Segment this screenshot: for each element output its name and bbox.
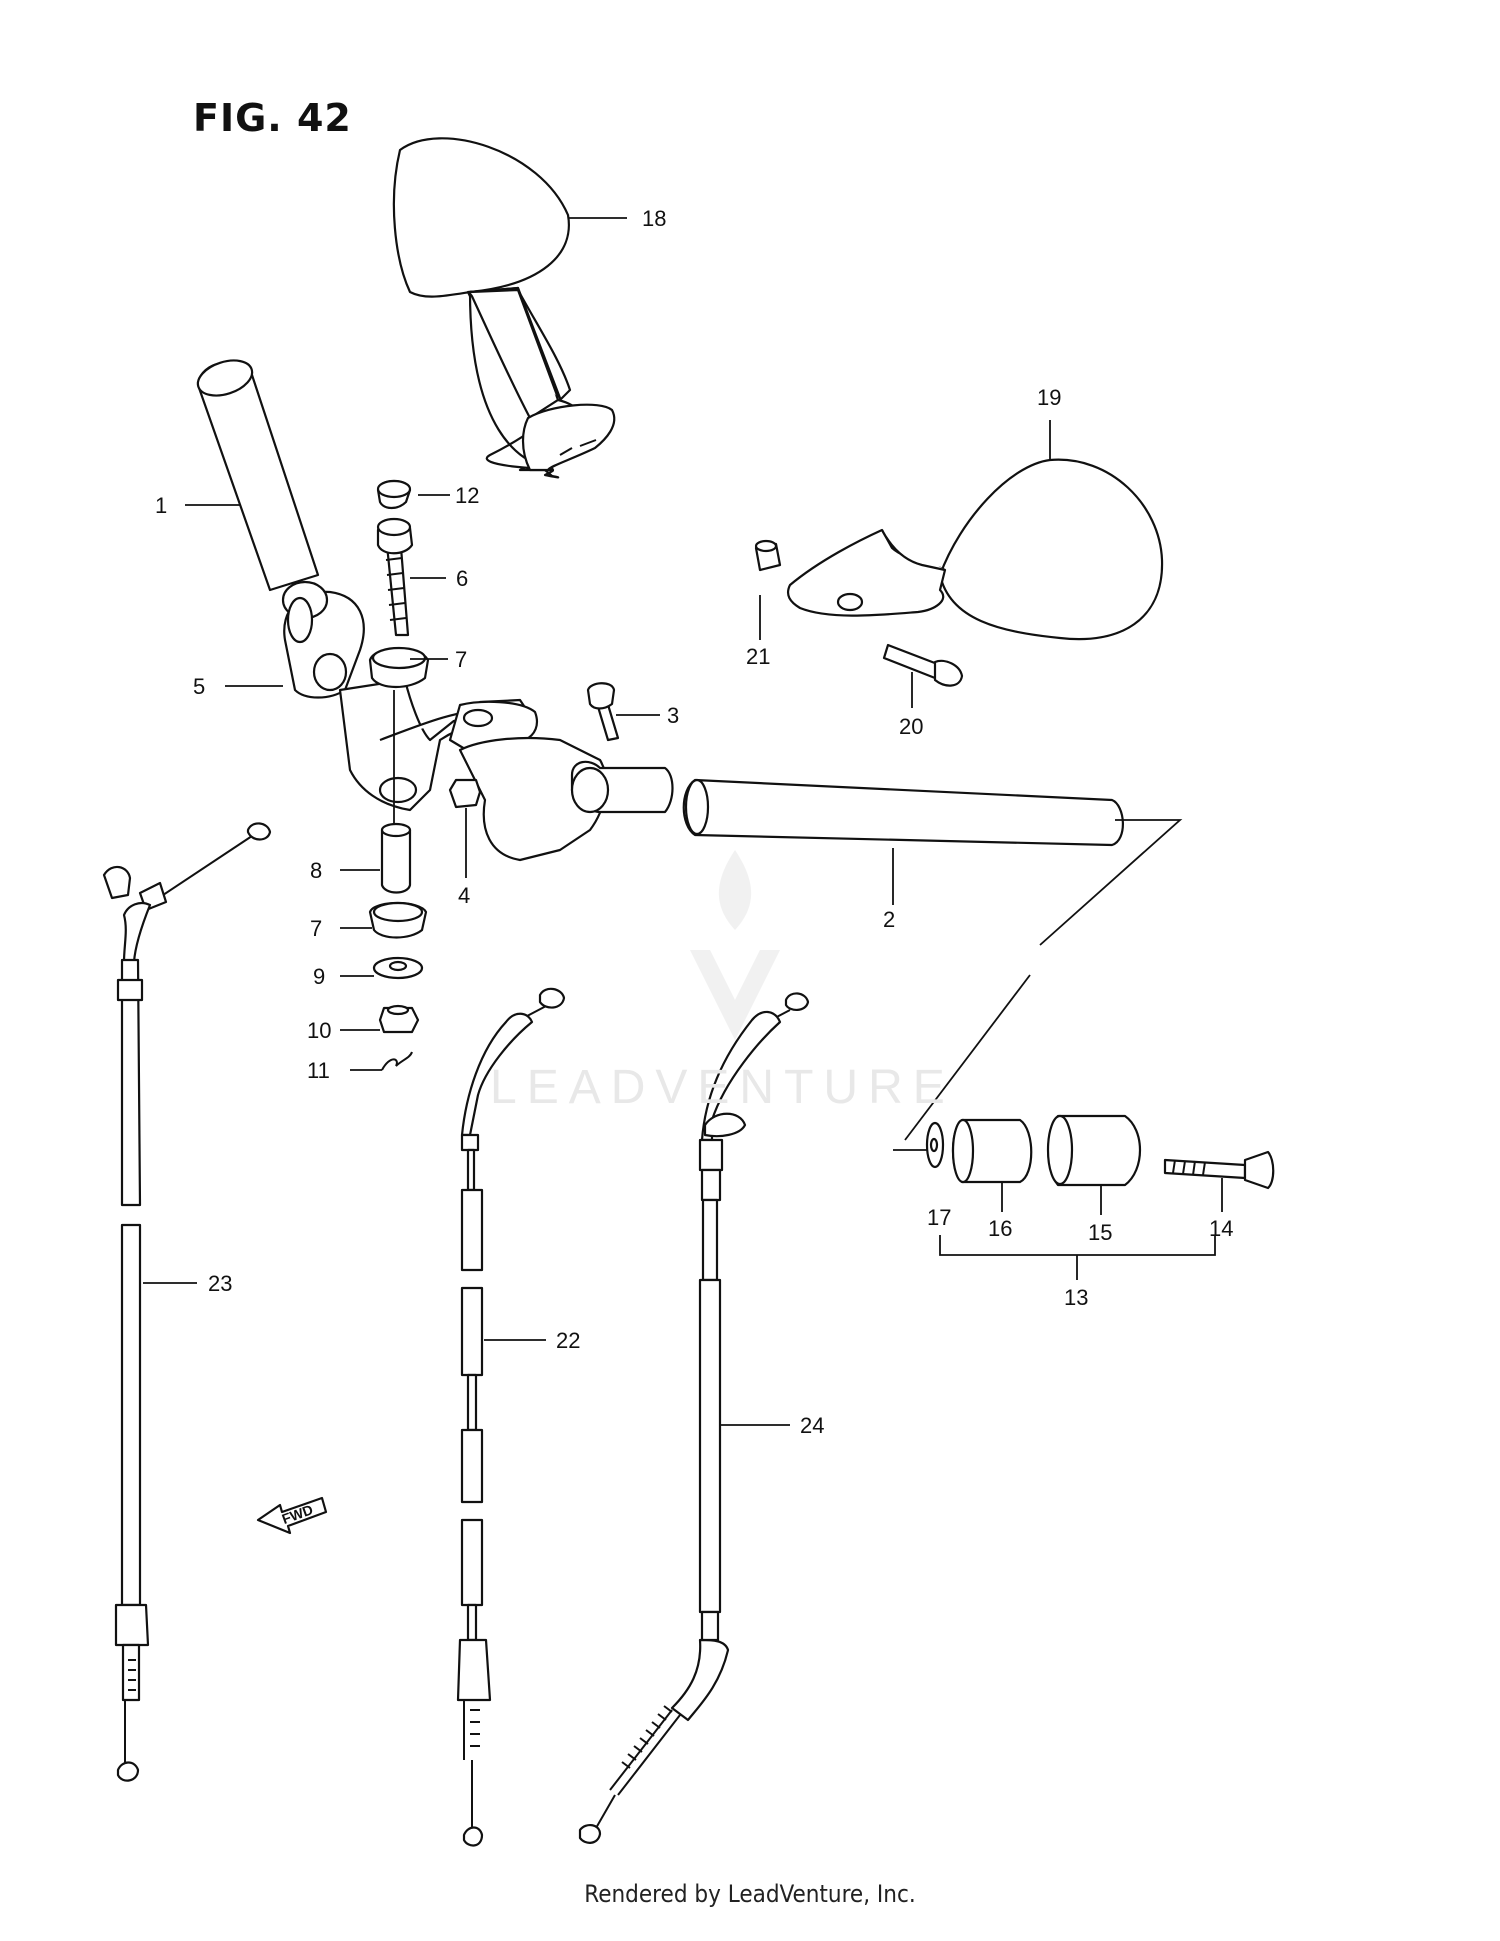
nut-10: [378, 1004, 420, 1034]
bar-end-screw-14: [1163, 1150, 1275, 1190]
callout-18: 18: [642, 206, 666, 231]
callout-1: 1: [155, 493, 167, 518]
cable-23: [102, 822, 272, 1782]
collar-7-lower: [368, 901, 428, 939]
cotter-11: [381, 1051, 413, 1071]
handlebar-holder: [281, 580, 608, 862]
callout-17: 17: [927, 1205, 951, 1230]
callout-2: 2: [883, 907, 895, 932]
handlebar-left: [196, 359, 320, 592]
callout-19: 19: [1037, 385, 1061, 410]
bar-end-16: [951, 1118, 1033, 1184]
nut-4: [448, 778, 482, 809]
cable-22: [456, 987, 566, 1847]
mirror-left: [392, 137, 616, 479]
callout-24: 24: [800, 1413, 824, 1438]
callout-5: 5: [193, 674, 205, 699]
bar-end-weight-15: [1046, 1114, 1142, 1187]
callout-13: 13: [1064, 1285, 1088, 1310]
callout-3: 3: [667, 703, 679, 728]
bar-end-washer-17: [925, 1121, 945, 1169]
bolt-6: [376, 517, 414, 637]
watermark-text: LEADVENTURE: [490, 1061, 955, 1114]
callout-9: 9: [313, 964, 325, 989]
callout-21: 21: [746, 644, 770, 669]
sleeve-8: [380, 822, 412, 894]
bolt-3: [586, 682, 620, 742]
callout-14: 14: [1209, 1216, 1233, 1241]
callout-15: 15: [1088, 1220, 1112, 1245]
callout-4: 4: [458, 883, 470, 908]
leader-lines: [143, 217, 1223, 1426]
footer-credit: Rendered by LeadVenture, Inc.: [584, 1880, 916, 1908]
callout-20: 20: [899, 714, 923, 739]
mirror-right: [786, 458, 1164, 641]
figure-title: FIG. 42: [193, 96, 352, 140]
fwd-arrow-icon: FWD: [256, 1496, 328, 1535]
bolt-20: [882, 643, 964, 687]
cable-24: [578, 992, 810, 1844]
callout-8: 8: [310, 858, 322, 883]
callout-12: 12: [455, 483, 479, 508]
callout-22: 22: [556, 1328, 580, 1353]
callout-6: 6: [456, 566, 468, 591]
callout-7b: 7: [310, 916, 322, 941]
callout-7a: 7: [455, 647, 467, 672]
callout-23: 23: [208, 1271, 232, 1296]
callout-11: 11: [307, 1058, 330, 1083]
callout-labels: 1 2 3 4 5 6 7 7 8 9 10 11 12 13 14 15 16…: [155, 206, 1233, 1438]
cap-12: [376, 479, 412, 510]
callout-10: 10: [307, 1018, 331, 1043]
washer-9: [372, 956, 424, 980]
callout-16: 16: [988, 1216, 1012, 1241]
handlebar-right: [570, 760, 1124, 847]
spacer-21: [754, 539, 782, 572]
collar-7-upper: [368, 646, 430, 689]
watermark-logo: [690, 850, 780, 1040]
